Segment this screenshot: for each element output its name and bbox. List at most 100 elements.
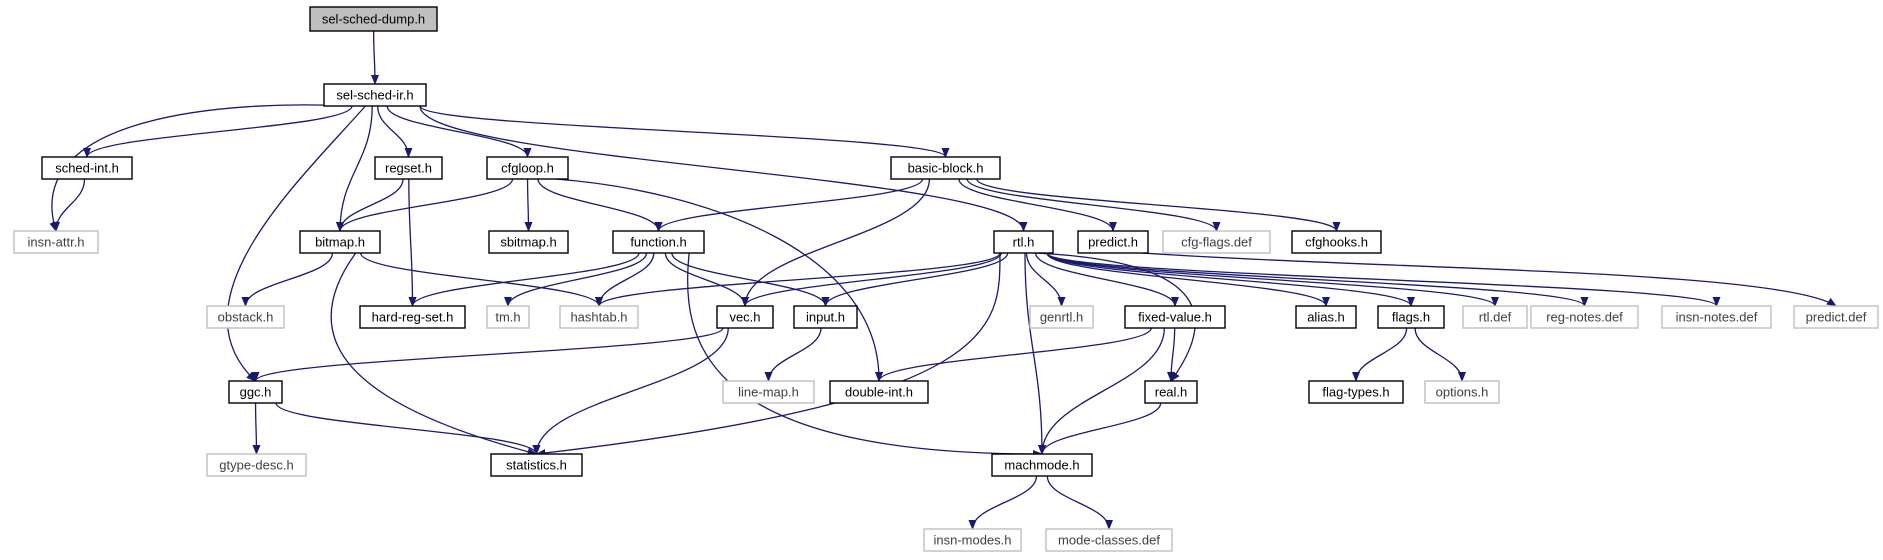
node-label: regset.h (385, 161, 432, 176)
node-label: hashtab.h (570, 310, 627, 325)
edge-vec-to-ggc (251, 327, 724, 382)
node-box (374, 156, 443, 180)
edge-predict-to-predict-def (1141, 252, 1837, 307)
node-cfgloop[interactable]: cfgloop.h (486, 156, 569, 180)
node-label: tm.h (495, 310, 520, 325)
edge-machmode-to-insn-modes (968, 475, 1038, 530)
edge-basic-block-to-vec (741, 178, 931, 307)
node-box (991, 453, 1093, 477)
node-line-map: line-map.h (722, 380, 815, 404)
node-statistics[interactable]: statistics.h (490, 453, 583, 477)
edge-function-to-hashtab (595, 252, 655, 307)
node-label: cfghooks.h (1305, 235, 1368, 250)
node-label: insn-notes.def (1676, 310, 1758, 325)
node-box (488, 230, 569, 254)
edge-rtl-to-real (1035, 252, 1196, 382)
node-tm: tm.h (486, 305, 530, 329)
edge-rtl-to-hashtab (595, 252, 1001, 307)
node-predict-def: predict.def (1793, 305, 1879, 329)
node-flag-types[interactable]: flag-types.h (1308, 380, 1404, 404)
edge-rtl-to-alias (1046, 252, 1330, 307)
node-vec[interactable]: vec.h (716, 305, 774, 329)
node-function[interactable]: function.h (612, 230, 705, 254)
node-box (1291, 230, 1382, 254)
edge-rtl-to-fixed-value (1034, 252, 1179, 307)
node-box (1462, 305, 1528, 329)
node-bitmap[interactable]: bitmap.h (299, 230, 381, 254)
edge-rtl-to-statistics (535, 252, 1001, 457)
node-box (1162, 230, 1271, 254)
edge-function-to-tm (504, 252, 648, 307)
edge-rtl-to-input (821, 252, 1009, 307)
node-label: cfg-flags.def (1181, 235, 1252, 250)
node-box (1424, 380, 1500, 404)
node-real[interactable]: real.h (1144, 380, 1198, 404)
node-cfghooks[interactable]: cfghooks.h (1291, 230, 1382, 254)
edge-rtl-to-flags (1046, 252, 1415, 307)
node-label: function.h (630, 235, 686, 250)
edge-function-to-hard-reg-set (408, 252, 640, 307)
edge-rtl-to-genrtl (1025, 252, 1066, 307)
edge-fixed-value-to-double-int (875, 327, 1152, 382)
node-insn-attr: insn-attr.h (13, 230, 99, 254)
node-label: statistics.h (506, 458, 567, 473)
node-rtl[interactable]: rtl.h (993, 230, 1054, 254)
node-hashtab: hashtab.h (559, 305, 639, 329)
edge-function-to-input (671, 252, 830, 307)
node-regset[interactable]: regset.h (374, 156, 443, 180)
node-box (1530, 305, 1639, 329)
node-fixed-value[interactable]: fixed-value.h (1124, 305, 1226, 329)
node-sbitmap[interactable]: sbitmap.h (488, 230, 569, 254)
node-hard-reg-set[interactable]: hard-reg-set.h (359, 305, 466, 329)
node-ggc[interactable]: ggc.h (228, 380, 283, 404)
node-reg-notes: reg-notes.def (1530, 305, 1639, 329)
node-box (923, 528, 1022, 552)
edge-rtl-to-rtl-def (1046, 252, 1499, 307)
node-box (1793, 305, 1879, 329)
node-box (1029, 305, 1094, 329)
node-alias[interactable]: alias.h (1295, 305, 1357, 329)
nodes-layer: sel-sched-dump.h sel-sched-ir.h sched-int.… (13, 6, 1879, 552)
node-rtl-def: rtl.def (1462, 305, 1528, 329)
node-box (299, 230, 381, 254)
node-label: cfgloop.h (501, 161, 554, 176)
node-basic-block[interactable]: basic-block.h (890, 156, 1001, 180)
node-box (41, 156, 133, 180)
node-label: hard-reg-set.h (372, 310, 454, 325)
edge-sel-sched-ir-to-regset (377, 105, 413, 158)
node-label: sel-sched-dump.h (322, 12, 425, 27)
node-label: input.h (806, 310, 845, 325)
node-sched-int[interactable]: sched-int.h (41, 156, 133, 180)
node-label: bitmap.h (315, 235, 365, 250)
node-predict[interactable]: predict.h (1077, 230, 1149, 254)
node-label: rtl.def (1479, 310, 1512, 325)
node-flags[interactable]: flags.h (1377, 305, 1445, 329)
edge-input-to-line-map (764, 327, 822, 382)
node-label: sbitmap.h (500, 235, 556, 250)
node-label: ggc.h (240, 385, 272, 400)
node-sel-sched-dump[interactable]: sel-sched-dump.h (309, 6, 438, 32)
node-box (993, 230, 1054, 254)
node-mode-classes: mode-classes.def (1045, 528, 1173, 552)
node-gtype-desc: gtype-desc.h (206, 453, 307, 477)
node-box (228, 380, 283, 404)
edges-layer (49, 30, 1837, 530)
node-cfg-flags: cfg-flags.def (1162, 230, 1271, 254)
node-sel-sched-ir[interactable]: sel-sched-ir.h (323, 83, 427, 107)
edge-rtl-to-vec (741, 252, 1002, 307)
node-label: fixed-value.h (1138, 310, 1212, 325)
edge-vec-to-statistics (532, 327, 729, 455)
node-box (1308, 380, 1404, 404)
node-box (722, 380, 815, 404)
node-machmode[interactable]: machmode.h (991, 453, 1093, 477)
node-label: basic-block.h (908, 161, 984, 176)
node-input[interactable]: input.h (793, 305, 858, 329)
edge-fixed-value-to-real (1167, 327, 1176, 382)
edge-fixed-value-to-machmode (1038, 327, 1166, 455)
node-double-int[interactable]: double-int.h (829, 380, 929, 404)
edge-sel-sched-ir-to-ggc (226, 105, 366, 382)
node-label: predict.h (1088, 235, 1138, 250)
node-box (612, 230, 705, 254)
edge-ggc-to-statistics (275, 402, 541, 455)
